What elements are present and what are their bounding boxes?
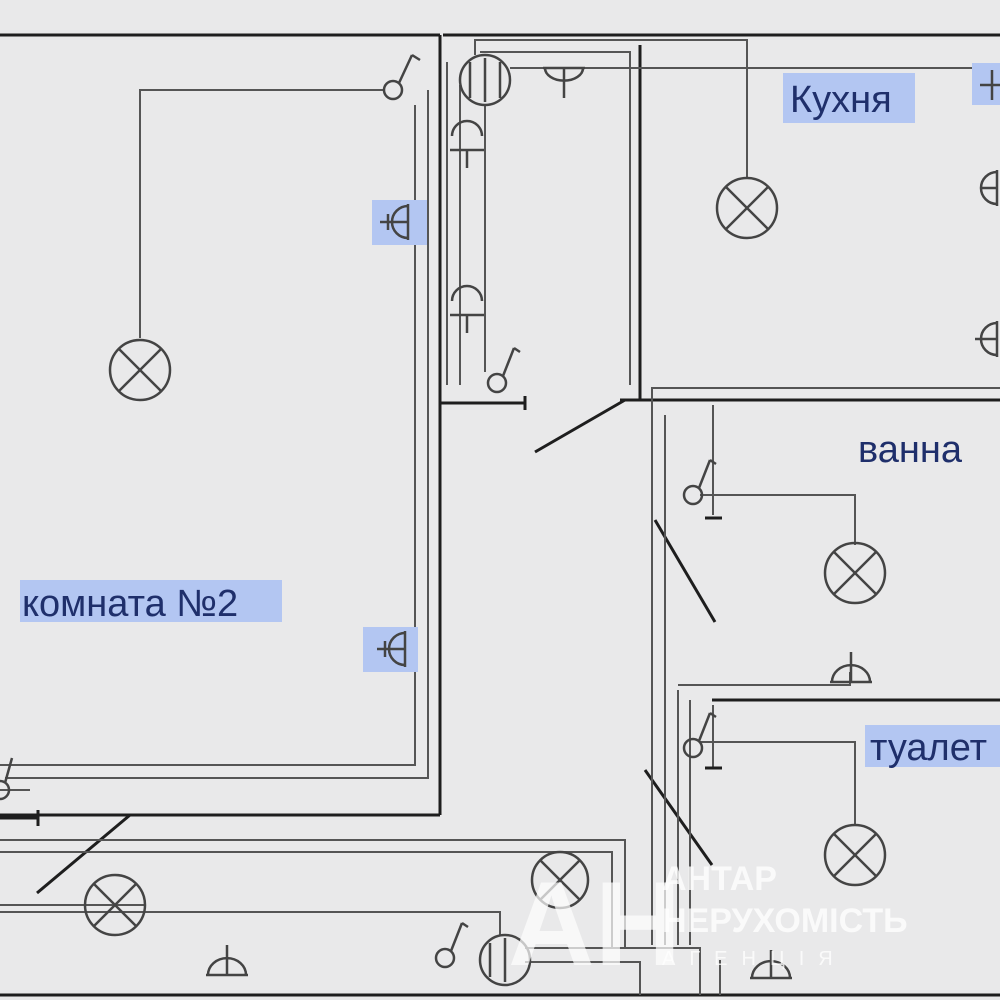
wire-bath-riser-1 xyxy=(651,387,1000,945)
socket-icon xyxy=(377,631,407,667)
socket-icon xyxy=(979,170,999,206)
wire-corridor-4 xyxy=(525,947,701,995)
wire-toilet-lamp xyxy=(700,741,856,826)
watermark: АН АНТАР НЕРУХОМІСТЬ АГЕНЦІЯ xyxy=(508,857,908,991)
wire-room2-outer xyxy=(5,90,429,779)
highlight-toilet xyxy=(865,725,1000,767)
highlight-kitchen xyxy=(783,73,915,123)
wall-lamp-icon xyxy=(206,945,248,977)
label-highlights xyxy=(20,63,1000,767)
switch-icon xyxy=(382,53,421,101)
switch-icon xyxy=(682,458,717,506)
switch-icon xyxy=(486,346,521,394)
wall-lamp-icon xyxy=(830,652,872,684)
ceiling-lamp-icon xyxy=(823,823,887,887)
switches xyxy=(0,53,717,969)
wire-bath-socket xyxy=(678,672,851,686)
wire-room2-lamp xyxy=(139,89,385,338)
watermark-line3: АГЕНЦІЯ xyxy=(662,948,847,970)
wall-lamp-icon xyxy=(543,66,585,98)
junction-boxes xyxy=(458,53,532,987)
ceiling-lamps xyxy=(83,176,887,937)
ceiling-lamp-icon xyxy=(83,873,147,937)
wire-room2-inner xyxy=(0,105,416,766)
ceiling-lamp-icon xyxy=(108,338,172,402)
room-labels: Кухня комната №2 ванна туалет xyxy=(22,79,987,769)
switch-icon xyxy=(682,711,717,759)
socket-icon xyxy=(450,284,484,333)
wall-lamps xyxy=(206,66,872,980)
wire-corridor-5 xyxy=(525,961,641,995)
watermark-logo: АН xyxy=(508,857,681,991)
ceiling-lamp-icon xyxy=(715,176,779,240)
room-label-kitchen: Кухня xyxy=(790,79,892,121)
socket-icon xyxy=(450,119,484,168)
wire-kitchen-lamp xyxy=(474,39,748,178)
socket-icon xyxy=(380,204,410,240)
switch-icon xyxy=(0,757,14,801)
junction-box-icon xyxy=(458,53,512,107)
room-label-toilet: туалет xyxy=(870,727,987,769)
sockets xyxy=(377,70,1000,667)
highlight-room2 xyxy=(20,580,282,622)
door-room2 xyxy=(36,813,131,895)
socket-icon xyxy=(975,321,999,357)
watermark-line2: НЕРУХОМІСТЬ xyxy=(662,902,908,940)
wire-corridor-1 xyxy=(0,839,626,948)
watermark-line1: АНТАР xyxy=(662,860,777,898)
junction-box-icon xyxy=(478,933,532,987)
wire-corridor-2 xyxy=(0,851,613,948)
switch-icon xyxy=(434,921,469,969)
wire-corridor-3 xyxy=(0,911,501,935)
room-label-bath: ванна xyxy=(858,429,963,471)
ceiling-lamp-icon xyxy=(530,850,590,910)
wire-bath-lamp xyxy=(700,494,856,545)
door-kitchen xyxy=(534,398,626,454)
wire-kitchen-2 xyxy=(480,51,631,385)
socket-icon xyxy=(980,70,1000,100)
walls xyxy=(0,33,1000,997)
room-label-room2: комната №2 xyxy=(22,583,238,625)
switch-stubs xyxy=(0,516,722,826)
ceiling-lamp-icon xyxy=(823,541,887,605)
wall-lamp-icon xyxy=(750,950,792,980)
